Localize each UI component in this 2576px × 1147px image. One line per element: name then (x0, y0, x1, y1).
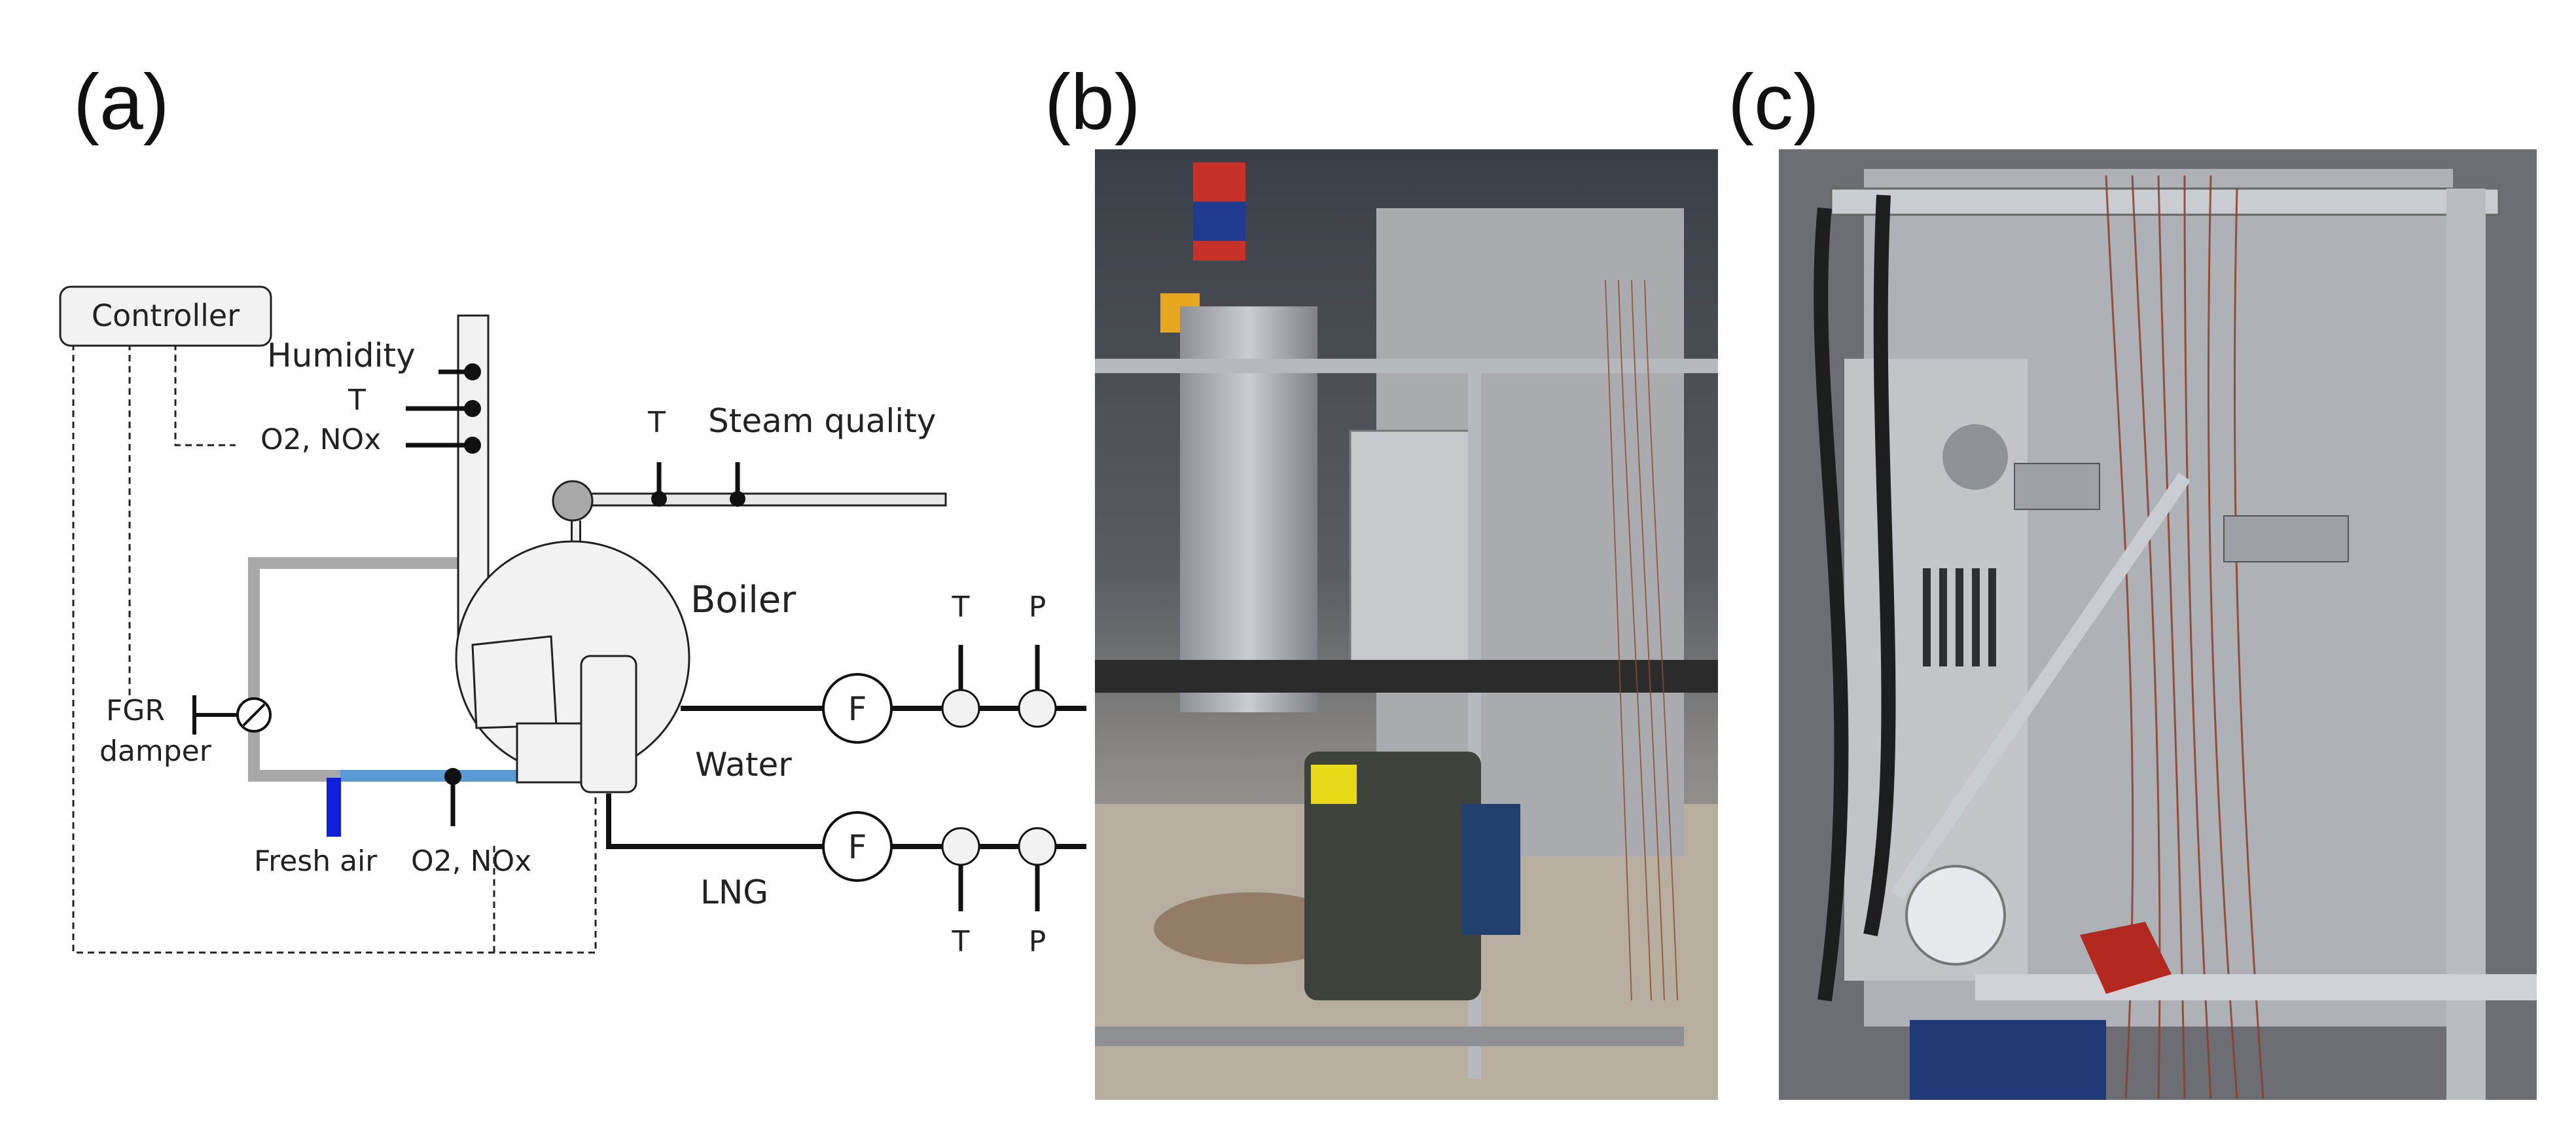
fgr-damper-label: damper (99, 735, 212, 768)
boiler-inner-chamber (471, 635, 558, 729)
steam-quality-label: Steam quality (708, 402, 936, 440)
water-pressure-label: P (1029, 591, 1046, 624)
fgr-recirculation-duct (248, 557, 458, 782)
stack-temp-label: T (348, 384, 366, 417)
water-temp-sensor (941, 689, 980, 728)
boiler-schematic-diagram: Controller Humidity T O2, NOx T Steam qu… (59, 285, 1086, 958)
lng-temp-label: T (952, 925, 970, 958)
stack-temp-sensor-dot (464, 400, 481, 417)
inlet-o2nox-label: O2, NOx (411, 845, 531, 878)
controller-box (59, 285, 272, 347)
lng-flow-meter (822, 811, 893, 882)
lng-pressure-sensor (1018, 827, 1057, 866)
humidity-sensor-dot (464, 363, 481, 380)
humidity-label: Humidity (267, 337, 416, 374)
water-label: Water (695, 746, 792, 784)
photo-thermocouple-wiring (1779, 149, 2537, 1100)
stack-o2nox-label: O2, NOx (260, 423, 381, 456)
water-pressure-sensor (1018, 689, 1057, 728)
lng-temp-sensor (941, 827, 980, 866)
inlet-o2nox-sensor-dot (444, 768, 461, 785)
boiler-label: Boiler (690, 579, 796, 621)
steam-quality-sensor-dot (730, 491, 745, 507)
photo-boiler-rig (1095, 149, 1718, 1100)
water-temp-label: T (952, 591, 970, 624)
fgr-label: FGR (106, 694, 165, 727)
control-signal-lines (72, 344, 597, 954)
lng-line (606, 793, 1086, 849)
steam-temp-label: T (647, 406, 666, 439)
panel-label-a: (a) (73, 58, 170, 146)
steam-drum (552, 480, 594, 522)
burner-box (516, 722, 582, 784)
lng-pressure-label: P (1029, 925, 1046, 958)
steam-line (571, 492, 947, 507)
panel-label-c: (c) (1728, 58, 1819, 146)
controller-label: Controller (92, 298, 240, 333)
water-flow-meter (822, 673, 893, 744)
stack-o2nox-sensor-dot (464, 437, 481, 454)
panel-label-b: (b) (1045, 58, 1141, 146)
steam-temp-sensor-dot (651, 491, 667, 507)
fresh-air-label: Fresh air (254, 845, 378, 878)
lng-flow-meter-label: F (848, 828, 867, 866)
lng-label: LNG (700, 873, 768, 911)
water-flow-meter-label: F (848, 690, 867, 728)
burner-housing (580, 655, 637, 793)
